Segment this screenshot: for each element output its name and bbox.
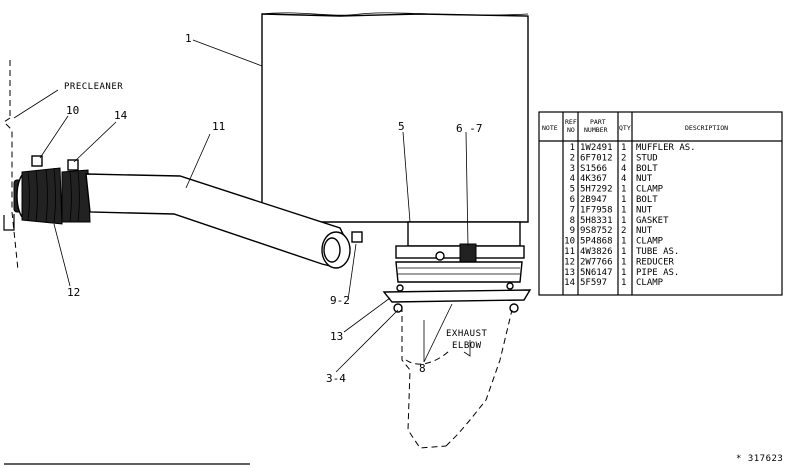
precleaner-label: PRECLEANER: [64, 82, 123, 92]
table-cell-qty: 2: [621, 226, 626, 236]
table-cell-qty: 4: [621, 164, 626, 174]
header-description: DESCRIPTION: [685, 124, 728, 132]
table-cell-qty: 2: [621, 153, 626, 163]
table-cell-desc: NUT: [636, 205, 653, 215]
table-cell-desc: MUFFLER AS.: [636, 143, 696, 153]
table-cell-desc: REDUCER: [636, 257, 675, 267]
table-cell-ref: 7: [570, 205, 575, 215]
figure-number: * 317623: [736, 454, 783, 464]
table-cell-part: 2B947: [580, 195, 607, 205]
callouts: 1 5 6 -7 10 14 11 12 9-2 13 3-4 8: [66, 32, 483, 385]
table-cell-ref: 8: [570, 216, 575, 226]
table-cell-qty: 1: [621, 143, 626, 153]
table-cell-part: 1W2491: [580, 143, 613, 153]
table-cell-desc: NUT: [636, 226, 653, 236]
table-cell-ref: 6: [570, 195, 575, 205]
table-cell-ref: 13: [564, 268, 575, 278]
table-cell-qty: 1: [621, 268, 626, 278]
gasket-flange: [382, 261, 532, 313]
table-cell-part: 9S8752: [580, 226, 613, 236]
table-cell-desc: TUBE AS.: [636, 247, 679, 257]
elbow-label: ELBOW: [452, 341, 482, 351]
outlet-clamp: [395, 221, 525, 265]
leader-lines: [13, 39, 471, 373]
table-cell-ref: 12: [564, 257, 575, 267]
table-cell-part: 6F7012: [580, 153, 613, 163]
table-cell-desc: CLAMP: [636, 185, 664, 195]
table-cell-desc: GASKET: [636, 216, 669, 226]
table-cell-ref: 9: [570, 226, 575, 236]
header-part-1: PART: [590, 118, 606, 126]
exhaust-elbow: [401, 306, 513, 449]
table-cell-qty: 1: [621, 185, 626, 195]
table-cell-ref: 14: [564, 278, 575, 288]
header-part-2: NUMBER: [584, 126, 608, 134]
callout-11: 11: [212, 120, 225, 133]
table-cell-ref: 11: [564, 247, 575, 257]
callout-13: 13: [330, 330, 343, 343]
table-cell-qty: 1: [621, 195, 626, 205]
callout-10: 10: [66, 104, 79, 117]
table-cell-qty: 1: [621, 237, 626, 247]
table-cell-ref: 5: [570, 185, 575, 195]
callout-14: 14: [114, 109, 128, 122]
table-cell-desc: BOLT: [636, 195, 658, 205]
table-cell-part: 2W7766: [580, 257, 613, 267]
table-cell-part: 5H8331: [580, 216, 613, 226]
reducer-assembly: [13, 155, 91, 225]
table-cell-part: 5P4868: [580, 237, 613, 247]
table-cell-ref: 3: [570, 164, 575, 174]
table-cell-qty: 4: [621, 174, 626, 184]
table-cell-desc: CLAMP: [636, 237, 664, 247]
header-qty: QTY: [619, 124, 631, 132]
table-cell-desc: BOLT: [636, 164, 658, 174]
muffler-body: [261, 12, 529, 223]
table-cell-ref: 1: [570, 143, 575, 153]
table-cell-desc: NUT: [636, 174, 653, 184]
table-cell-part: S1566: [580, 164, 607, 174]
table-cell-qty: 1: [621, 205, 626, 215]
callout-5: 5: [398, 120, 405, 133]
table-cell-desc: STUD: [636, 153, 658, 163]
table-cell-ref: 2: [570, 153, 575, 163]
tube-assembly: [85, 173, 363, 269]
callout-12: 12: [67, 286, 80, 299]
table-cell-part: 4K367: [580, 174, 607, 184]
table-cell-qty: 1: [621, 278, 626, 288]
table-cell-part: 1F7958: [580, 205, 613, 215]
parts-table: NOTE REF NO PART NUMBER QTY DESCRIPTION …: [538, 111, 783, 296]
engine-outline: [3, 60, 19, 271]
table-cell-ref: 4: [570, 174, 575, 184]
header-ref-1: REF: [565, 118, 577, 126]
callout-8: 8: [419, 362, 426, 375]
table-cell-part: 5H7292: [580, 185, 613, 195]
table-cell-desc: CLAMP: [636, 278, 664, 288]
callout-3-4: 3-4: [326, 372, 346, 385]
table-cell-qty: 1: [621, 216, 626, 226]
exhaust-label: EXHAUST: [446, 329, 488, 339]
table-cell-part: 5N6147: [580, 268, 613, 278]
callout-6-7: 6 -7: [456, 122, 483, 135]
callout-1: 1: [185, 32, 192, 45]
table-cell-qty: 1: [621, 247, 626, 257]
header-ref-2: NO: [567, 126, 575, 134]
table-cell-part: 4W3826: [580, 247, 613, 257]
header-note: NOTE: [542, 124, 558, 132]
table-cell-part: 5F597: [580, 278, 607, 288]
table-cell-qty: 1: [621, 257, 626, 267]
callout-9-2: 9-2: [330, 294, 350, 307]
table-cell-ref: 10: [564, 237, 575, 247]
table-cell-desc: PIPE AS.: [636, 268, 679, 278]
